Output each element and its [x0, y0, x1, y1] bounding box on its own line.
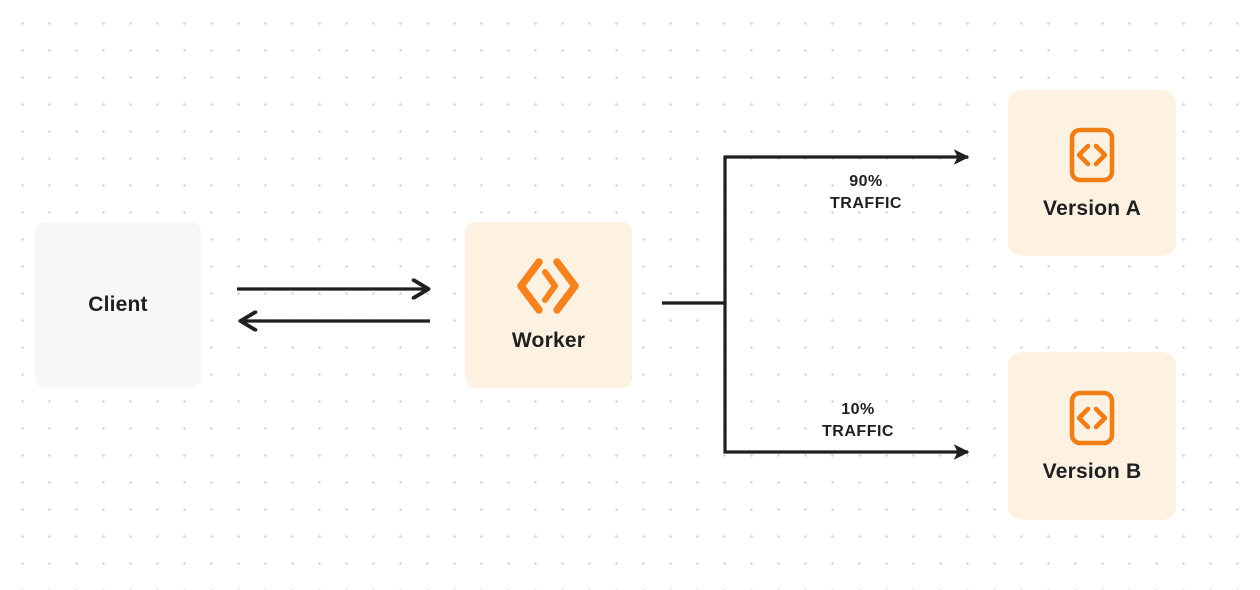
traffic-label-top: 90% TRAFFIC — [800, 171, 932, 214]
traffic-label-bottom: 10% TRAFFIC — [792, 399, 924, 442]
node-client: Client — [35, 222, 201, 388]
code-icon — [1066, 125, 1118, 185]
traffic-top-caption: TRAFFIC — [830, 194, 902, 212]
node-worker: Worker — [465, 222, 632, 388]
version-b-label: Version B — [1042, 460, 1142, 483]
traffic-bottom-caption: TRAFFIC — [822, 422, 894, 440]
traffic-bottom-percent: 10% — [841, 401, 875, 418]
traffic-top-percent: 90% — [849, 173, 883, 190]
version-a-label: Version A — [1043, 197, 1141, 220]
workers-logo-icon — [509, 257, 589, 315]
code-icon — [1066, 388, 1118, 448]
node-version-b: Version B — [1008, 352, 1176, 520]
client-label: Client — [88, 293, 148, 316]
worker-label: Worker — [511, 329, 586, 352]
node-version-a: Version A — [1008, 90, 1176, 256]
